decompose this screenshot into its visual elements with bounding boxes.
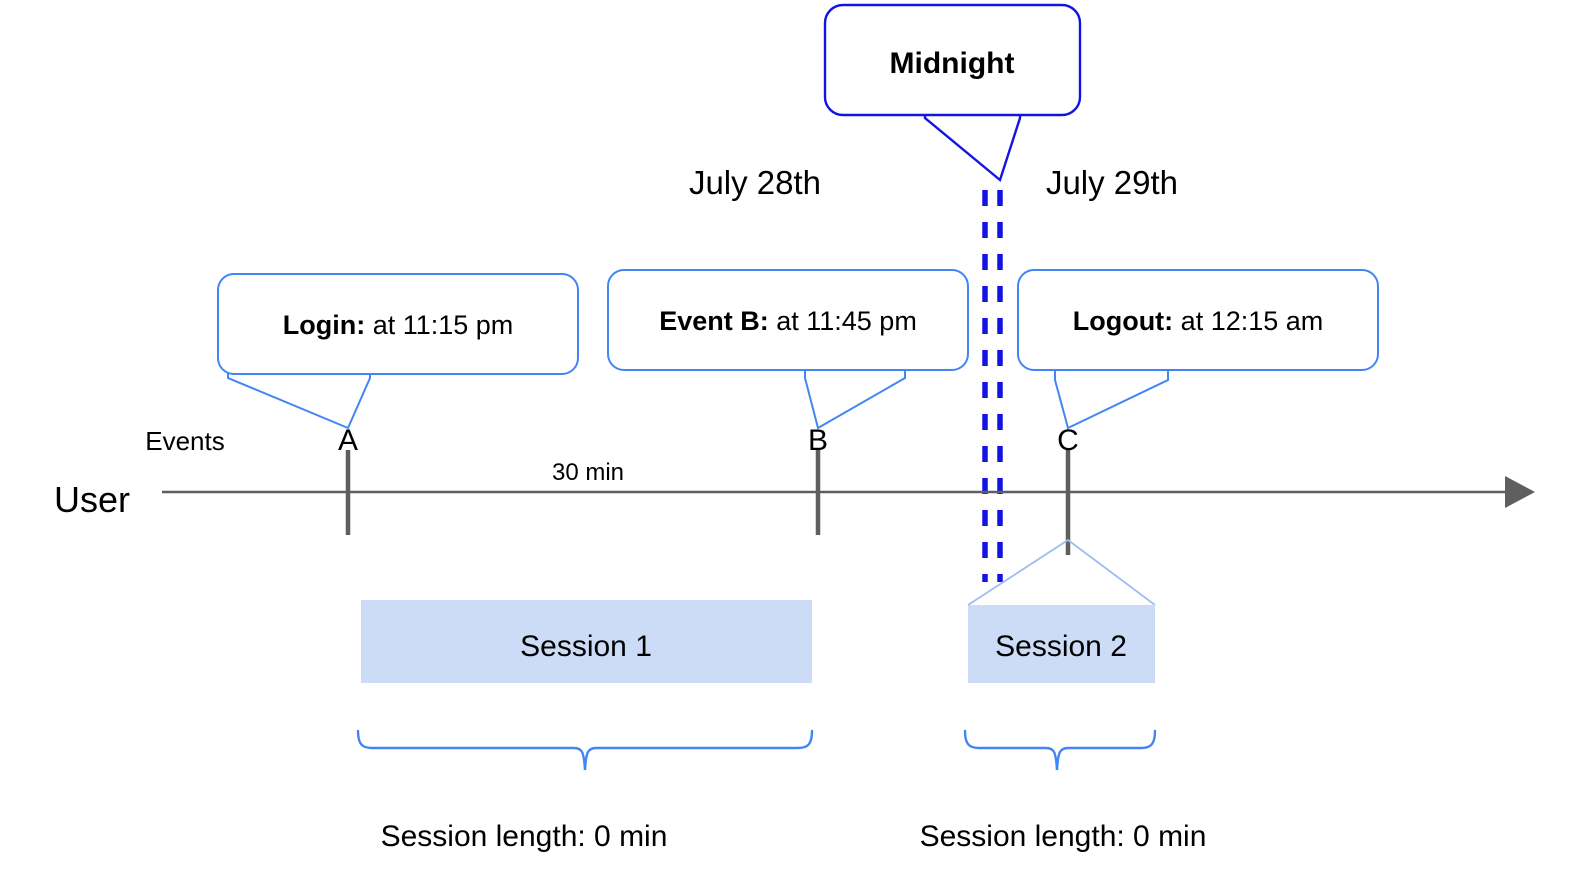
callout-eventb-rest: at 11:45 pm	[769, 306, 917, 336]
midnight-label: Midnight	[890, 47, 1015, 80]
session-2-tent	[967, 538, 1156, 606]
session-2-bar	[968, 605, 1155, 683]
callout-logout-shape	[1017, 269, 1379, 430]
callout-eventb-text: Event B: at 11:45 pm	[659, 306, 917, 336]
row-label-events: Events	[145, 426, 225, 456]
interval-label-30min: 30 min	[552, 459, 624, 486]
session-2-label: Session 2	[995, 630, 1127, 663]
callout-eventb-bold: Event B:	[659, 306, 769, 336]
callout-logout-rest: at 12:15 am	[1173, 306, 1323, 336]
session-1-brace	[356, 729, 814, 771]
callout-login-bold: Login:	[283, 310, 365, 340]
callout-eventb-shape	[607, 269, 969, 430]
session-2-brace	[963, 729, 1157, 771]
midnight-callout	[823, 3, 1082, 183]
day-label-july-28: July 28th	[689, 164, 821, 201]
midnight-dashed-lines	[982, 190, 1003, 582]
callout-logout-bold: Logout:	[1073, 306, 1173, 336]
callout-login-text: Login: at 11:15 pm	[283, 310, 514, 340]
session-1-graphics	[356, 600, 814, 771]
callout-login-shape	[217, 273, 579, 430]
session-1-length-caption: Session length: 0 min	[381, 820, 668, 853]
event-marker-a: A	[338, 424, 358, 457]
timeline-axis	[162, 476, 1535, 508]
row-label-user: User	[54, 479, 130, 520]
day-label-july-29: July 29th	[1046, 164, 1178, 201]
session-2-graphics	[963, 538, 1157, 771]
session-1-label: Session 1	[520, 630, 652, 663]
session-2-length-caption: Session length: 0 min	[920, 820, 1207, 853]
event-ticks	[345, 450, 1071, 555]
session-1-bar	[361, 600, 812, 683]
callout-logout-text: Logout: at 12:15 am	[1073, 306, 1324, 336]
callout-login-rest: at 11:15 pm	[365, 310, 513, 340]
event-marker-c: C	[1057, 424, 1079, 457]
event-marker-b: B	[808, 424, 828, 457]
